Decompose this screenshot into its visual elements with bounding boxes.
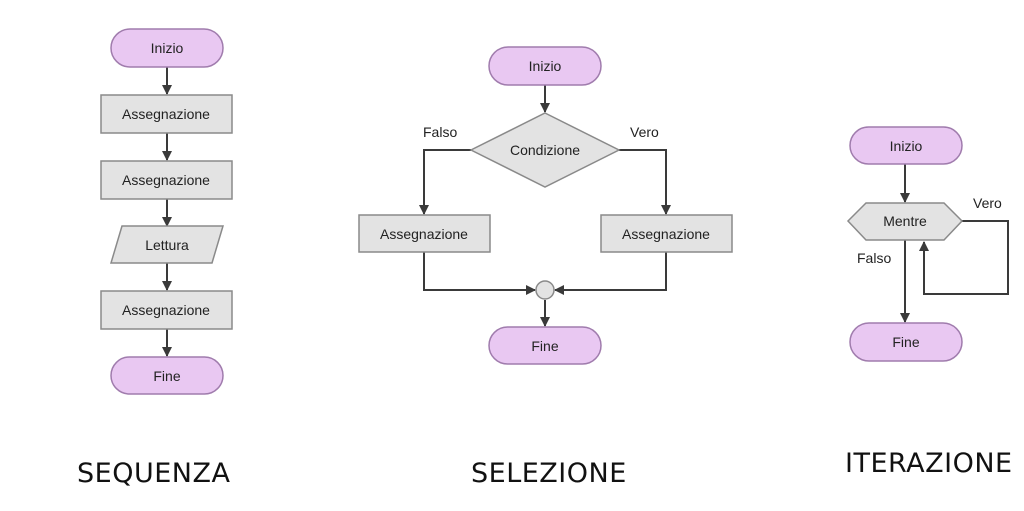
it-true-label: Vero bbox=[973, 195, 1002, 211]
sel-merge-connector bbox=[535, 280, 555, 300]
seq-process-2 bbox=[100, 160, 233, 200]
sel-false-label: Falso bbox=[423, 124, 457, 140]
it-end-terminal bbox=[849, 322, 963, 362]
seq-end-terminal bbox=[110, 356, 224, 395]
it-end-label: Fine bbox=[892, 334, 919, 350]
sel-condition-diamond bbox=[469, 112, 621, 188]
sel-process-right-label: Assegnazione bbox=[622, 226, 710, 242]
seq-process-3 bbox=[100, 290, 233, 330]
seq-end-label: Fine bbox=[153, 368, 180, 384]
sel-true-label: Vero bbox=[630, 124, 659, 140]
caption-selezione: SELEZIONE bbox=[471, 458, 627, 489]
seq-process-2-label: Assegnazione bbox=[122, 172, 210, 188]
it-loop-label: Mentre bbox=[883, 213, 927, 229]
sel-start-label: Inizio bbox=[529, 58, 562, 74]
sel-start-terminal bbox=[488, 46, 602, 86]
sel-end-terminal bbox=[488, 326, 602, 365]
seq-input-label: Lettura bbox=[145, 237, 189, 253]
iterazione-diagram: Inizio Mentre Vero Falso Fine bbox=[846, 126, 1009, 362]
sel-process-left bbox=[358, 214, 491, 253]
sequenza-diagram: Inizio Assegnazione Assegnazione Lettura… bbox=[100, 28, 233, 395]
it-start-terminal bbox=[849, 126, 963, 165]
selezione-diagram: Inizio Condizione Falso Vero Assegnazion… bbox=[358, 46, 733, 365]
sel-arrow-true bbox=[619, 149, 671, 215]
sel-arrow-merge-left bbox=[423, 252, 536, 295]
sel-condition-label: Condizione bbox=[510, 142, 580, 158]
seq-start-label: Inizio bbox=[151, 40, 184, 56]
sel-end-label: Fine bbox=[531, 338, 558, 354]
seq-start-terminal bbox=[110, 28, 224, 68]
it-start-label: Inizio bbox=[890, 138, 923, 154]
it-loop-hexagon bbox=[846, 202, 964, 241]
seq-process-3-label: Assegnazione bbox=[122, 302, 210, 318]
sel-process-left-label: Assegnazione bbox=[380, 226, 468, 242]
caption-iterazione: ITERAZIONE bbox=[845, 448, 1013, 479]
caption-sequenza: SEQUENZA bbox=[77, 458, 231, 489]
seq-process-1 bbox=[100, 94, 233, 134]
sel-process-right bbox=[600, 214, 733, 253]
seq-input-parallelogram bbox=[109, 225, 225, 264]
it-false-label: Falso bbox=[857, 250, 891, 266]
sel-arrow-merge-right bbox=[554, 252, 667, 295]
it-loop-back-arrow bbox=[919, 220, 1009, 295]
seq-process-1-label: Assegnazione bbox=[122, 106, 210, 122]
sel-arrow-false bbox=[419, 149, 471, 215]
